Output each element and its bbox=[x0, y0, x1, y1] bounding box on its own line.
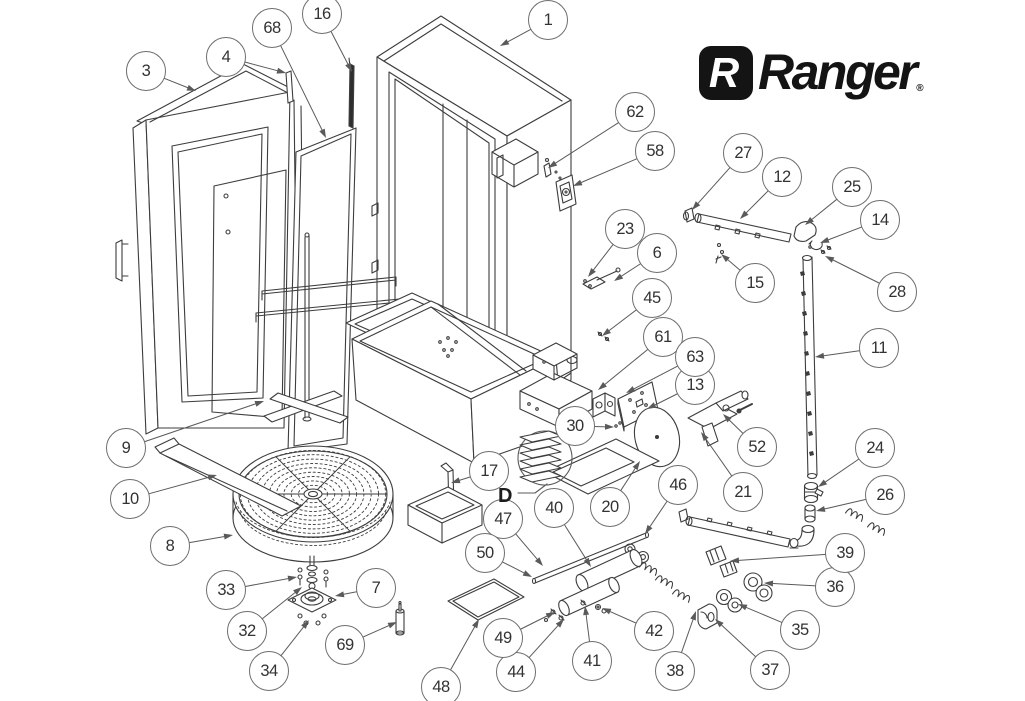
door-assembly-drawing bbox=[115, 63, 293, 435]
detail-d-drawing bbox=[517, 430, 660, 495]
parts-basket-drawing bbox=[407, 462, 483, 544]
filter-tubes-drawing bbox=[531, 531, 650, 623]
ramp-drawing bbox=[154, 437, 302, 517]
detail-d-label: D bbox=[498, 485, 513, 507]
turntable-drawing bbox=[232, 445, 394, 563]
spray-bar-lower-drawing bbox=[678, 508, 799, 549]
shelf-plate-drawing bbox=[395, 578, 525, 636]
rod-drawing bbox=[348, 57, 355, 129]
tank-assembly-drawing bbox=[345, 292, 593, 464]
spray-tube-drawing bbox=[791, 254, 824, 548]
ranger-logo: R Ranger ® bbox=[699, 46, 924, 100]
fittings-drawing bbox=[624, 508, 886, 630]
ranger-logo-tile-icon: R bbox=[699, 46, 753, 100]
ranger-logo-text: Ranger bbox=[758, 44, 918, 100]
hanger-rack-drawing bbox=[255, 232, 401, 424]
registered-trademark-symbol: ® bbox=[916, 83, 924, 94]
bearing-kit-drawing bbox=[287, 555, 337, 626]
spray-bar-upper-drawing bbox=[682, 207, 832, 264]
door-latch-drawing bbox=[582, 267, 621, 342]
pump-motor-drawing bbox=[592, 381, 753, 468]
